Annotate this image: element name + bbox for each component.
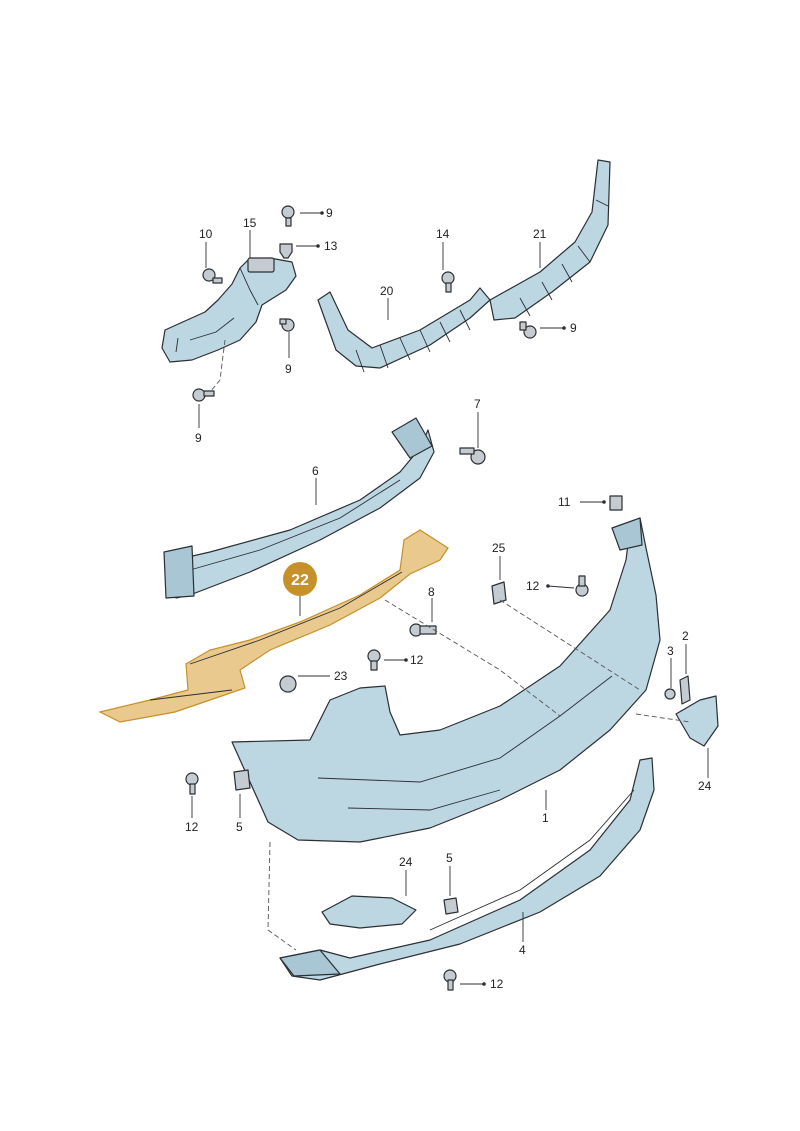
- callout-14: 14: [436, 227, 450, 241]
- screw-9-low-left: [192, 388, 215, 402]
- callout-15: 15: [243, 216, 257, 230]
- screw-12-right-upper: [575, 575, 589, 597]
- screw-9-top: [281, 205, 295, 227]
- callout-9-mid: 9: [285, 362, 292, 376]
- callout-3: 3: [667, 644, 674, 658]
- leader-arrowheads: [316, 211, 606, 986]
- callout-5-lower: 5: [446, 851, 453, 865]
- nut-part-23: [279, 675, 297, 693]
- callout-13: 13: [324, 239, 338, 253]
- screw-14: [441, 271, 455, 293]
- screw-12-left: [185, 772, 199, 795]
- reflector-part-24-right: [675, 695, 719, 747]
- reflector-part-24-lower: [321, 895, 417, 929]
- screw-12-center: [367, 649, 381, 671]
- callout-6: 6: [312, 464, 319, 478]
- callout-8: 8: [428, 585, 435, 599]
- clip-part-13: [279, 243, 293, 259]
- guide-part-20: [317, 287, 491, 373]
- clip-part-5-lower: [443, 897, 459, 915]
- lower-spoiler-part-4: [279, 757, 655, 981]
- callout-11: 11: [558, 495, 571, 509]
- impact-beam-part-6: [163, 417, 435, 599]
- callout-4: 4: [519, 943, 526, 957]
- callout-21: 21: [533, 227, 547, 241]
- callout-22: 22: [291, 572, 309, 589]
- callout-9-top: 9: [326, 206, 333, 220]
- callout-12-center: 12: [410, 653, 424, 667]
- pin-part-8: [409, 623, 437, 637]
- highlight-badge-22: 22: [283, 562, 317, 596]
- callout-1: 1: [542, 811, 549, 825]
- screw-part-3: [664, 688, 676, 700]
- callout-12-right: 12: [526, 579, 540, 593]
- cap-part-2: [679, 675, 691, 705]
- guide-part-21: [489, 159, 611, 321]
- callout-2: 2: [682, 629, 689, 643]
- callout-20: 20: [380, 284, 394, 298]
- callout-9-low: 9: [195, 431, 202, 445]
- callout-7: 7: [474, 397, 481, 411]
- energy-absorber-part-22: [98, 529, 449, 723]
- bolt-part-7: [459, 447, 486, 465]
- callout-5-left: 5: [236, 820, 243, 834]
- callout-12-bottom: 12: [490, 977, 504, 991]
- callout-10: 10: [199, 227, 213, 241]
- screw-9-mid-left: [279, 318, 295, 332]
- side-bracket-left: [161, 257, 297, 363]
- callout-25: 25: [492, 541, 506, 555]
- bumper-cover-part-1: [231, 517, 661, 843]
- screw-12-bottom: [443, 969, 457, 991]
- leader-lines: [191, 212, 709, 985]
- screw-9-right: [519, 321, 537, 339]
- nut-part-25: [491, 581, 507, 605]
- callout-12-left: 12: [185, 820, 199, 834]
- callout-24-right: 24: [698, 779, 712, 793]
- screw-10: [202, 268, 223, 284]
- callout-23: 23: [334, 669, 348, 683]
- callout-9-right: 9: [570, 321, 577, 335]
- fastener-part-11: [609, 495, 623, 511]
- callout-24-lower: 24: [399, 855, 413, 869]
- clip-part-5-left: [233, 769, 251, 791]
